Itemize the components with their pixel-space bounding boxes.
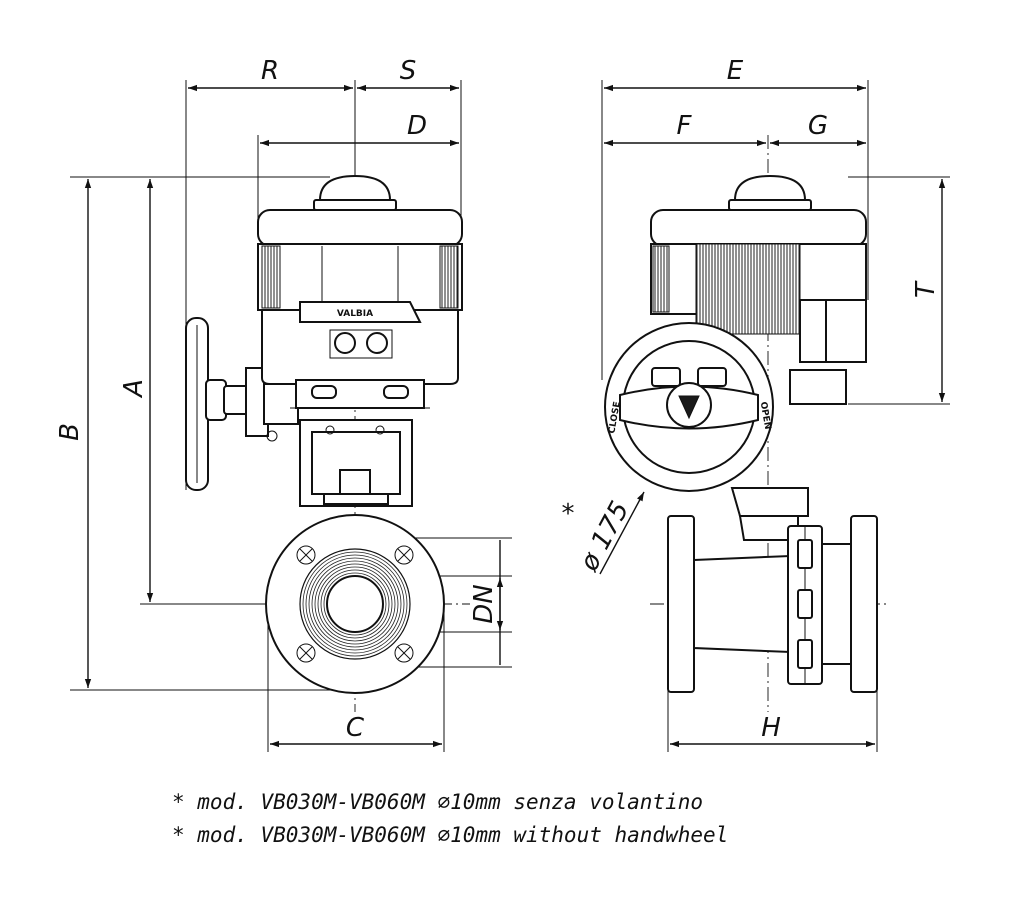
note-english: * mod. VB030M-VB060M ∅10mm without handw… (172, 823, 729, 847)
dim-label-B: B (55, 423, 85, 441)
dim-label-C: C (346, 713, 365, 743)
side-view: CLOSE OPEN (599, 80, 950, 752)
asterisk-mark: * (562, 499, 575, 529)
front-view: VALBIA (70, 80, 512, 752)
open-label: OPEN (758, 401, 773, 430)
flange-left (667, 515, 695, 693)
dim-label-T: T (911, 280, 941, 298)
leader-handwheel-diameter (599, 491, 645, 575)
flange-right (850, 515, 878, 693)
dim-label-A: A (119, 379, 149, 399)
notes: * mod. VB030M-VB060M ∅10mm senza volanti… (172, 786, 892, 852)
actuator-cover (257, 209, 463, 247)
note-italian: * mod. VB030M-VB060M ∅10mm senza volanti… (172, 790, 704, 814)
indicator-dome (318, 174, 392, 201)
dim-label-D: D (407, 111, 427, 141)
brand-logo: VALBIA (337, 309, 373, 319)
dim-label-S: S (400, 56, 417, 86)
dim-label-E: E (727, 56, 744, 86)
dim-label-R: R (261, 56, 279, 86)
dim-label-handwheel-diameter: ø 175 (574, 497, 636, 577)
heatsink-fins (695, 243, 801, 335)
dim-label-G: G (808, 111, 828, 141)
dim-label-H: H (761, 713, 781, 743)
dim-label-F: F (677, 111, 693, 141)
dim-label-DN: DN (469, 584, 499, 623)
